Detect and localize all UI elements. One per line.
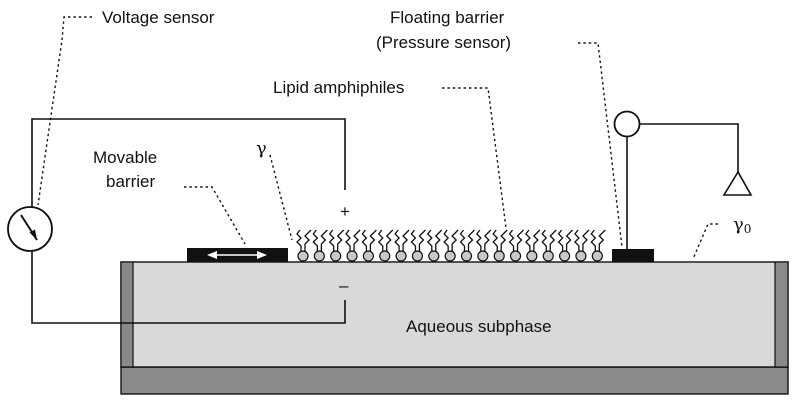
pressure-sensor-label: (Pressure sensor) xyxy=(376,33,511,52)
lipid-molecule-icon xyxy=(394,229,410,262)
voltmeter-icon xyxy=(7,206,53,252)
circuit-top-wire xyxy=(31,118,346,208)
lipid-molecule-icon xyxy=(312,229,328,262)
lipid-molecule-icon xyxy=(508,229,525,262)
lipid-molecule-icon xyxy=(459,229,475,262)
lipid-molecule-icon xyxy=(377,229,394,262)
sensor-arm xyxy=(640,123,739,172)
leader-floating-barrier xyxy=(578,42,623,248)
minus-electrode-label: – xyxy=(339,276,349,295)
movable-barrier-label-line1: Movable xyxy=(93,148,157,167)
ground-triangle-icon xyxy=(722,170,753,196)
leader-movable-barrier xyxy=(184,186,246,245)
lipid-amphiphiles-label: Lipid amphiphiles xyxy=(273,78,404,97)
floating-barrier xyxy=(612,249,654,262)
circuit-bottom-wire xyxy=(31,252,346,324)
lipid-monolayer xyxy=(296,229,606,262)
gamma0-subscript: 0 xyxy=(744,222,752,236)
lipid-molecule-icon xyxy=(410,229,426,262)
movable-barrier-label-line2: barrier xyxy=(106,172,155,191)
plus-electrode-label: + xyxy=(340,202,350,221)
floating-barrier-label: Floating barrier xyxy=(390,8,505,27)
lipid-molecule-icon xyxy=(524,229,541,262)
trough-base xyxy=(120,366,789,395)
lipid-molecule-icon xyxy=(328,229,345,262)
lipid-molecule-icon xyxy=(426,229,443,262)
lipid-molecule-icon xyxy=(574,229,590,262)
lipid-molecule-icon xyxy=(475,229,492,262)
double-arrow-icon xyxy=(207,251,267,259)
lipid-molecule-icon xyxy=(492,229,508,262)
pressure-sensor-ring xyxy=(613,110,641,138)
gamma0-symbol: γ xyxy=(733,214,744,235)
trough-left-wall xyxy=(120,261,134,368)
lipid-molecule-icon xyxy=(590,229,606,262)
aqueous-subphase xyxy=(120,261,789,368)
lipid-molecule-icon xyxy=(345,229,361,262)
lipid-molecule-icon xyxy=(557,229,574,262)
lipid-molecule-icon xyxy=(541,229,557,262)
leader-gamma0 xyxy=(692,223,718,260)
leader-lipid-amphiphiles xyxy=(442,87,507,229)
leader-voltage-sensor xyxy=(37,16,92,206)
lipid-molecule-icon xyxy=(443,229,459,262)
aqueous-subphase-label: Aqueous subphase xyxy=(406,317,552,336)
lipid-molecule-icon xyxy=(296,229,312,262)
gamma0-label: γ0 xyxy=(733,214,751,236)
voltage-sensor-label: Voltage sensor xyxy=(102,8,215,27)
lipid-molecule-icon xyxy=(361,229,377,262)
gamma-label: γ xyxy=(256,138,267,159)
leader-gamma xyxy=(269,154,293,241)
trough-right-wall xyxy=(774,261,789,368)
